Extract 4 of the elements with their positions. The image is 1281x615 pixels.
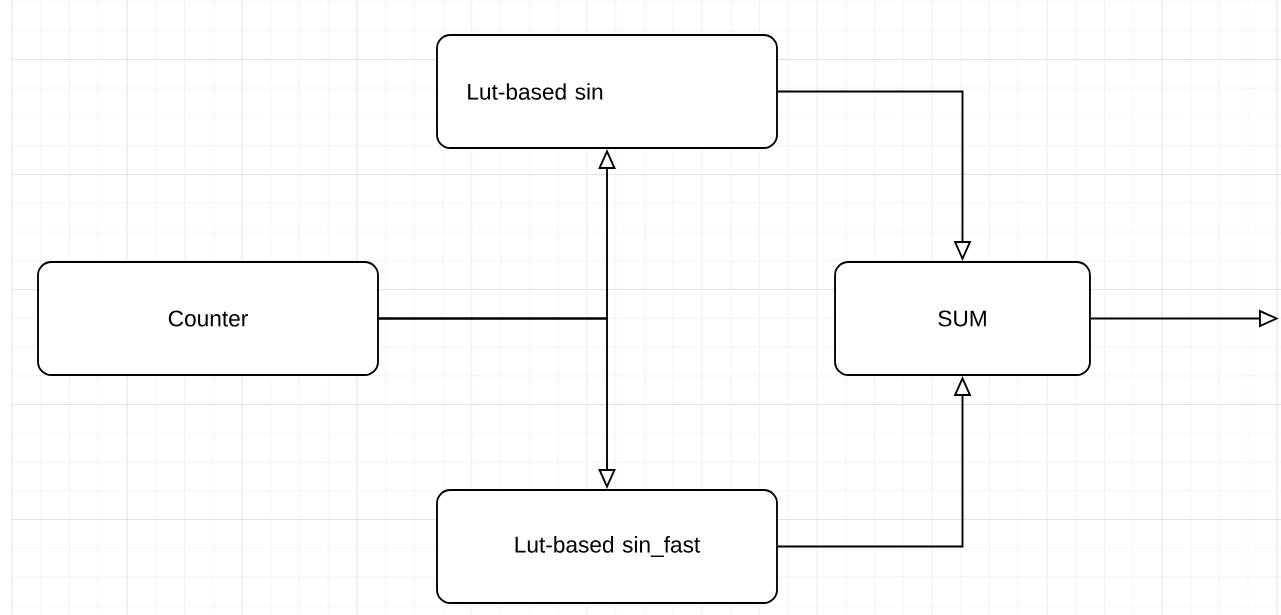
process-box: SUM	[834, 261, 1091, 376]
process-box: Lut-based sin	[436, 34, 778, 149]
process-box: Lut-based sin_fast	[436, 489, 778, 604]
process-box: Counter	[37, 261, 379, 376]
